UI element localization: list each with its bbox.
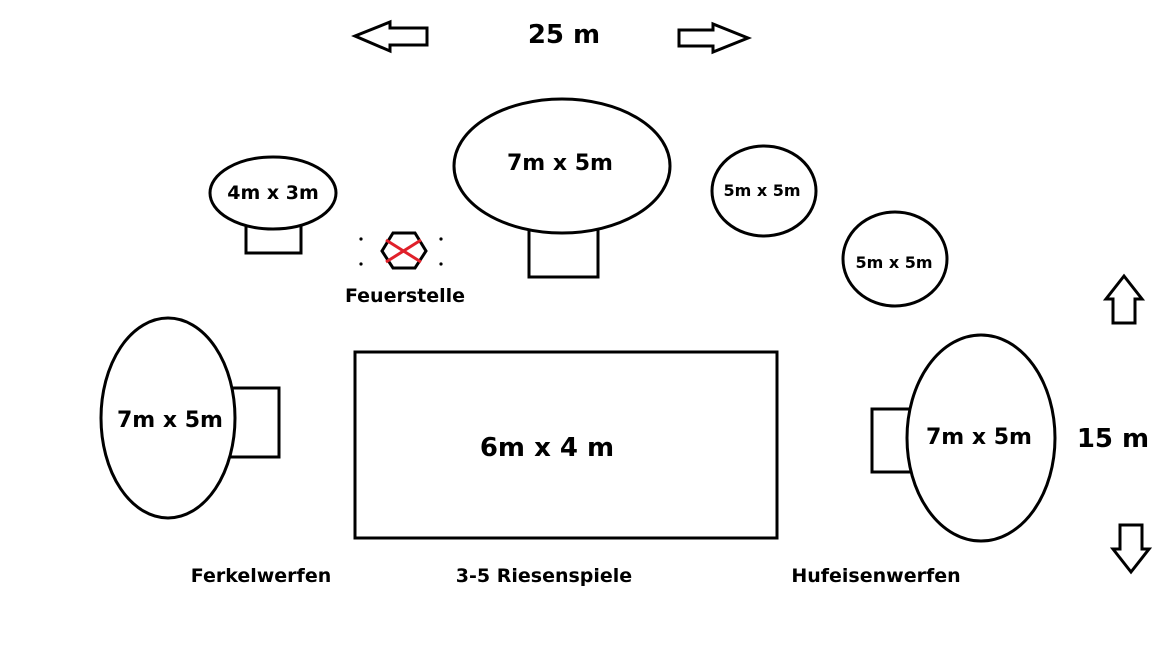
field-center: 6m x 4 m — [353, 350, 779, 540]
up-arrow — [1102, 273, 1146, 325]
tent-small-left-size: 4m x 3m — [227, 182, 319, 204]
height-label: 15 m — [1077, 424, 1149, 454]
tent-top-center-size: 7m x 5m — [507, 151, 613, 176]
tent-top-right-1-size: 5m x 5m — [723, 181, 800, 200]
width-label: 25 m — [528, 20, 600, 50]
tent-left: 7m x 5m — [99, 316, 281, 520]
tent-top-right-2: 5m x 5m — [841, 210, 949, 308]
label-ferkelwerfen: Ferkelwerfen — [191, 565, 331, 587]
tent-top-right-2-size: 5m x 5m — [855, 253, 932, 272]
tent-right: 7m x 5m — [870, 333, 1057, 543]
left-arrow — [351, 19, 429, 54]
label-riesenspiele: 3-5 Riesenspiele — [456, 565, 632, 587]
down-arrow — [1109, 523, 1152, 575]
tent-left-size: 7m x 5m — [117, 408, 223, 433]
fireplace: Feuerstelle — [345, 231, 465, 307]
label-hufeisenwerfen: Hufeisenwerfen — [791, 565, 960, 587]
tent-small-left: 4m x 3m — [208, 155, 338, 255]
fireplace-label: Feuerstelle — [345, 285, 465, 307]
right-arrow — [677, 21, 753, 55]
tent-right-size: 7m x 5m — [926, 425, 1032, 450]
tent-top-center: 7m x 5m — [452, 97, 672, 279]
tent-top-right-1: 5m x 5m — [710, 144, 818, 238]
field-center-size: 6m x 4 m — [480, 433, 614, 463]
